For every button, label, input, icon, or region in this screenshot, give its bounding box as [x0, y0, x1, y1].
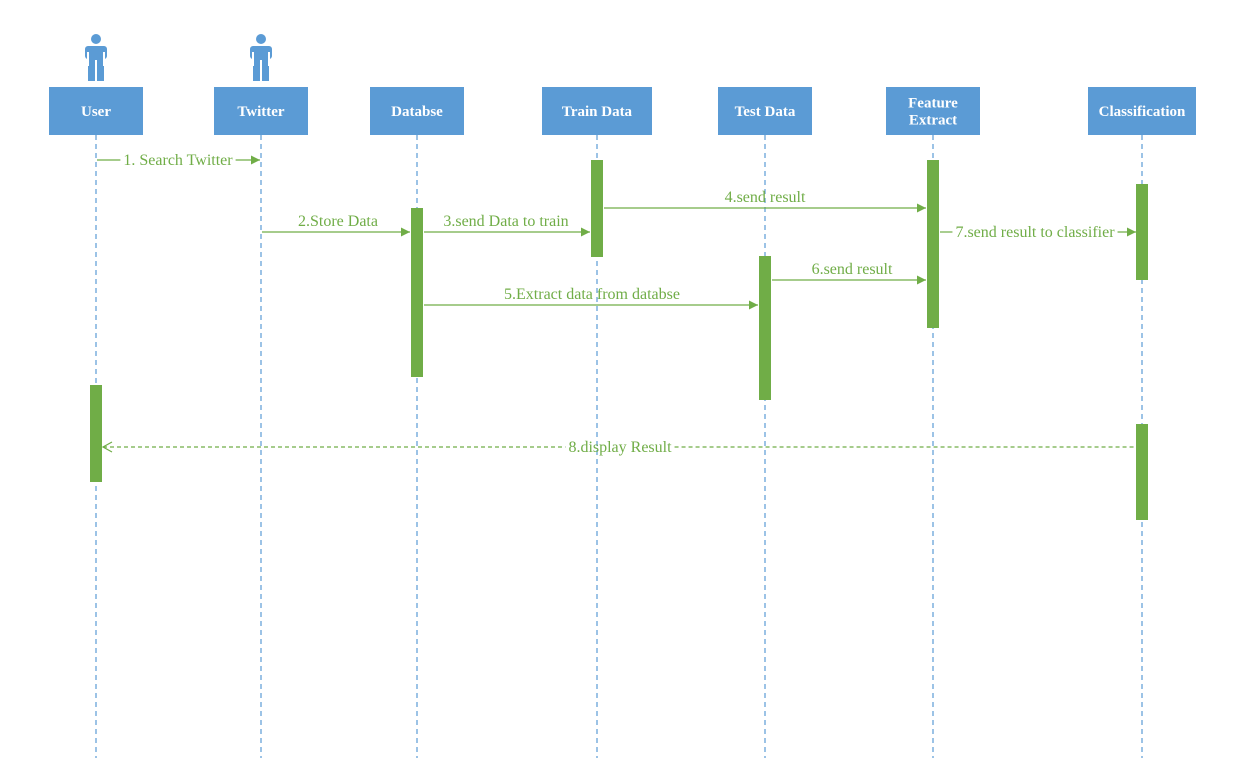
lifeline-head-label: Twitter	[237, 104, 285, 120]
lifeline-head-classification: Classification	[1088, 87, 1196, 135]
lifeline-head-database: Databse	[370, 87, 464, 135]
lifeline-head-label: Train Data	[562, 104, 633, 120]
activation-bar-classification	[1136, 184, 1148, 280]
message-m2: 2.Store Data	[262, 213, 410, 237]
lifeline-head-box	[370, 87, 464, 135]
message-label: 1. Search Twitter	[123, 152, 233, 169]
message-m6: 6.send result	[772, 261, 926, 285]
activation-bar-feature	[927, 160, 939, 328]
lifeline-head-box	[886, 87, 980, 135]
lifeline-head-user: User	[49, 34, 143, 135]
message-label: 7.send result to classifier	[955, 224, 1115, 241]
open-arrowhead	[101, 441, 113, 453]
lifeline-head-twitter: Twitter	[214, 34, 308, 135]
heads-layer: User Twitter Databse Train Data Test Data Fea…	[49, 34, 1196, 135]
filled-arrowhead	[749, 300, 758, 310]
lifeline-head-box	[542, 87, 652, 135]
message-m5: 5.Extract data from databse	[424, 286, 758, 310]
lifeline-head-label: User	[81, 104, 111, 120]
person-icon	[250, 34, 272, 81]
activation-bar-database	[411, 208, 423, 377]
lifeline-head-label: Databse	[391, 104, 443, 120]
lifeline-head-box	[718, 87, 812, 135]
lifeline-head-test: Test Data	[718, 87, 812, 135]
person-icon	[85, 34, 107, 81]
activation-bar-user	[90, 385, 102, 482]
lifeline-head-label: Extract	[909, 113, 957, 129]
message-m8: 8.display Result	[101, 439, 1136, 456]
lifeline-head-label: Classification	[1099, 104, 1186, 120]
lifeline-head-label: Feature	[908, 96, 958, 112]
message-m4: 4.send result	[604, 189, 926, 213]
message-label: 6.send result	[812, 261, 893, 278]
filled-arrowhead	[917, 203, 926, 213]
lifeline-head-box	[49, 87, 143, 135]
message-label: 3.send Data to train	[443, 213, 568, 230]
message-label: 4.send result	[725, 189, 806, 206]
messages-layer: 1. Search Twitter 2.Store Data 3.send Data…	[97, 152, 1136, 456]
message-label: 2.Store Data	[298, 213, 378, 230]
filled-arrowhead	[251, 155, 260, 165]
activations-layer	[90, 160, 1148, 520]
activation-bar-test	[759, 256, 771, 400]
message-label: 5.Extract data from databse	[504, 286, 680, 303]
message-m7: 7.send result to classifier	[940, 224, 1136, 241]
message-m1: 1. Search Twitter	[97, 152, 260, 169]
filled-arrowhead	[581, 227, 590, 237]
activation-bar-train	[591, 160, 603, 257]
lifeline-head-box	[1088, 87, 1196, 135]
lifeline-head-box	[214, 87, 308, 135]
message-label: 8.display Result	[568, 439, 672, 456]
filled-arrowhead	[917, 275, 926, 285]
activation-bar-classification	[1136, 424, 1148, 520]
lifeline-head-train: Train Data	[542, 87, 652, 135]
filled-arrowhead	[401, 227, 410, 237]
filled-arrowhead	[1127, 227, 1136, 237]
message-m3: 3.send Data to train	[424, 213, 590, 237]
lifeline-head-label: Test Data	[735, 104, 796, 120]
